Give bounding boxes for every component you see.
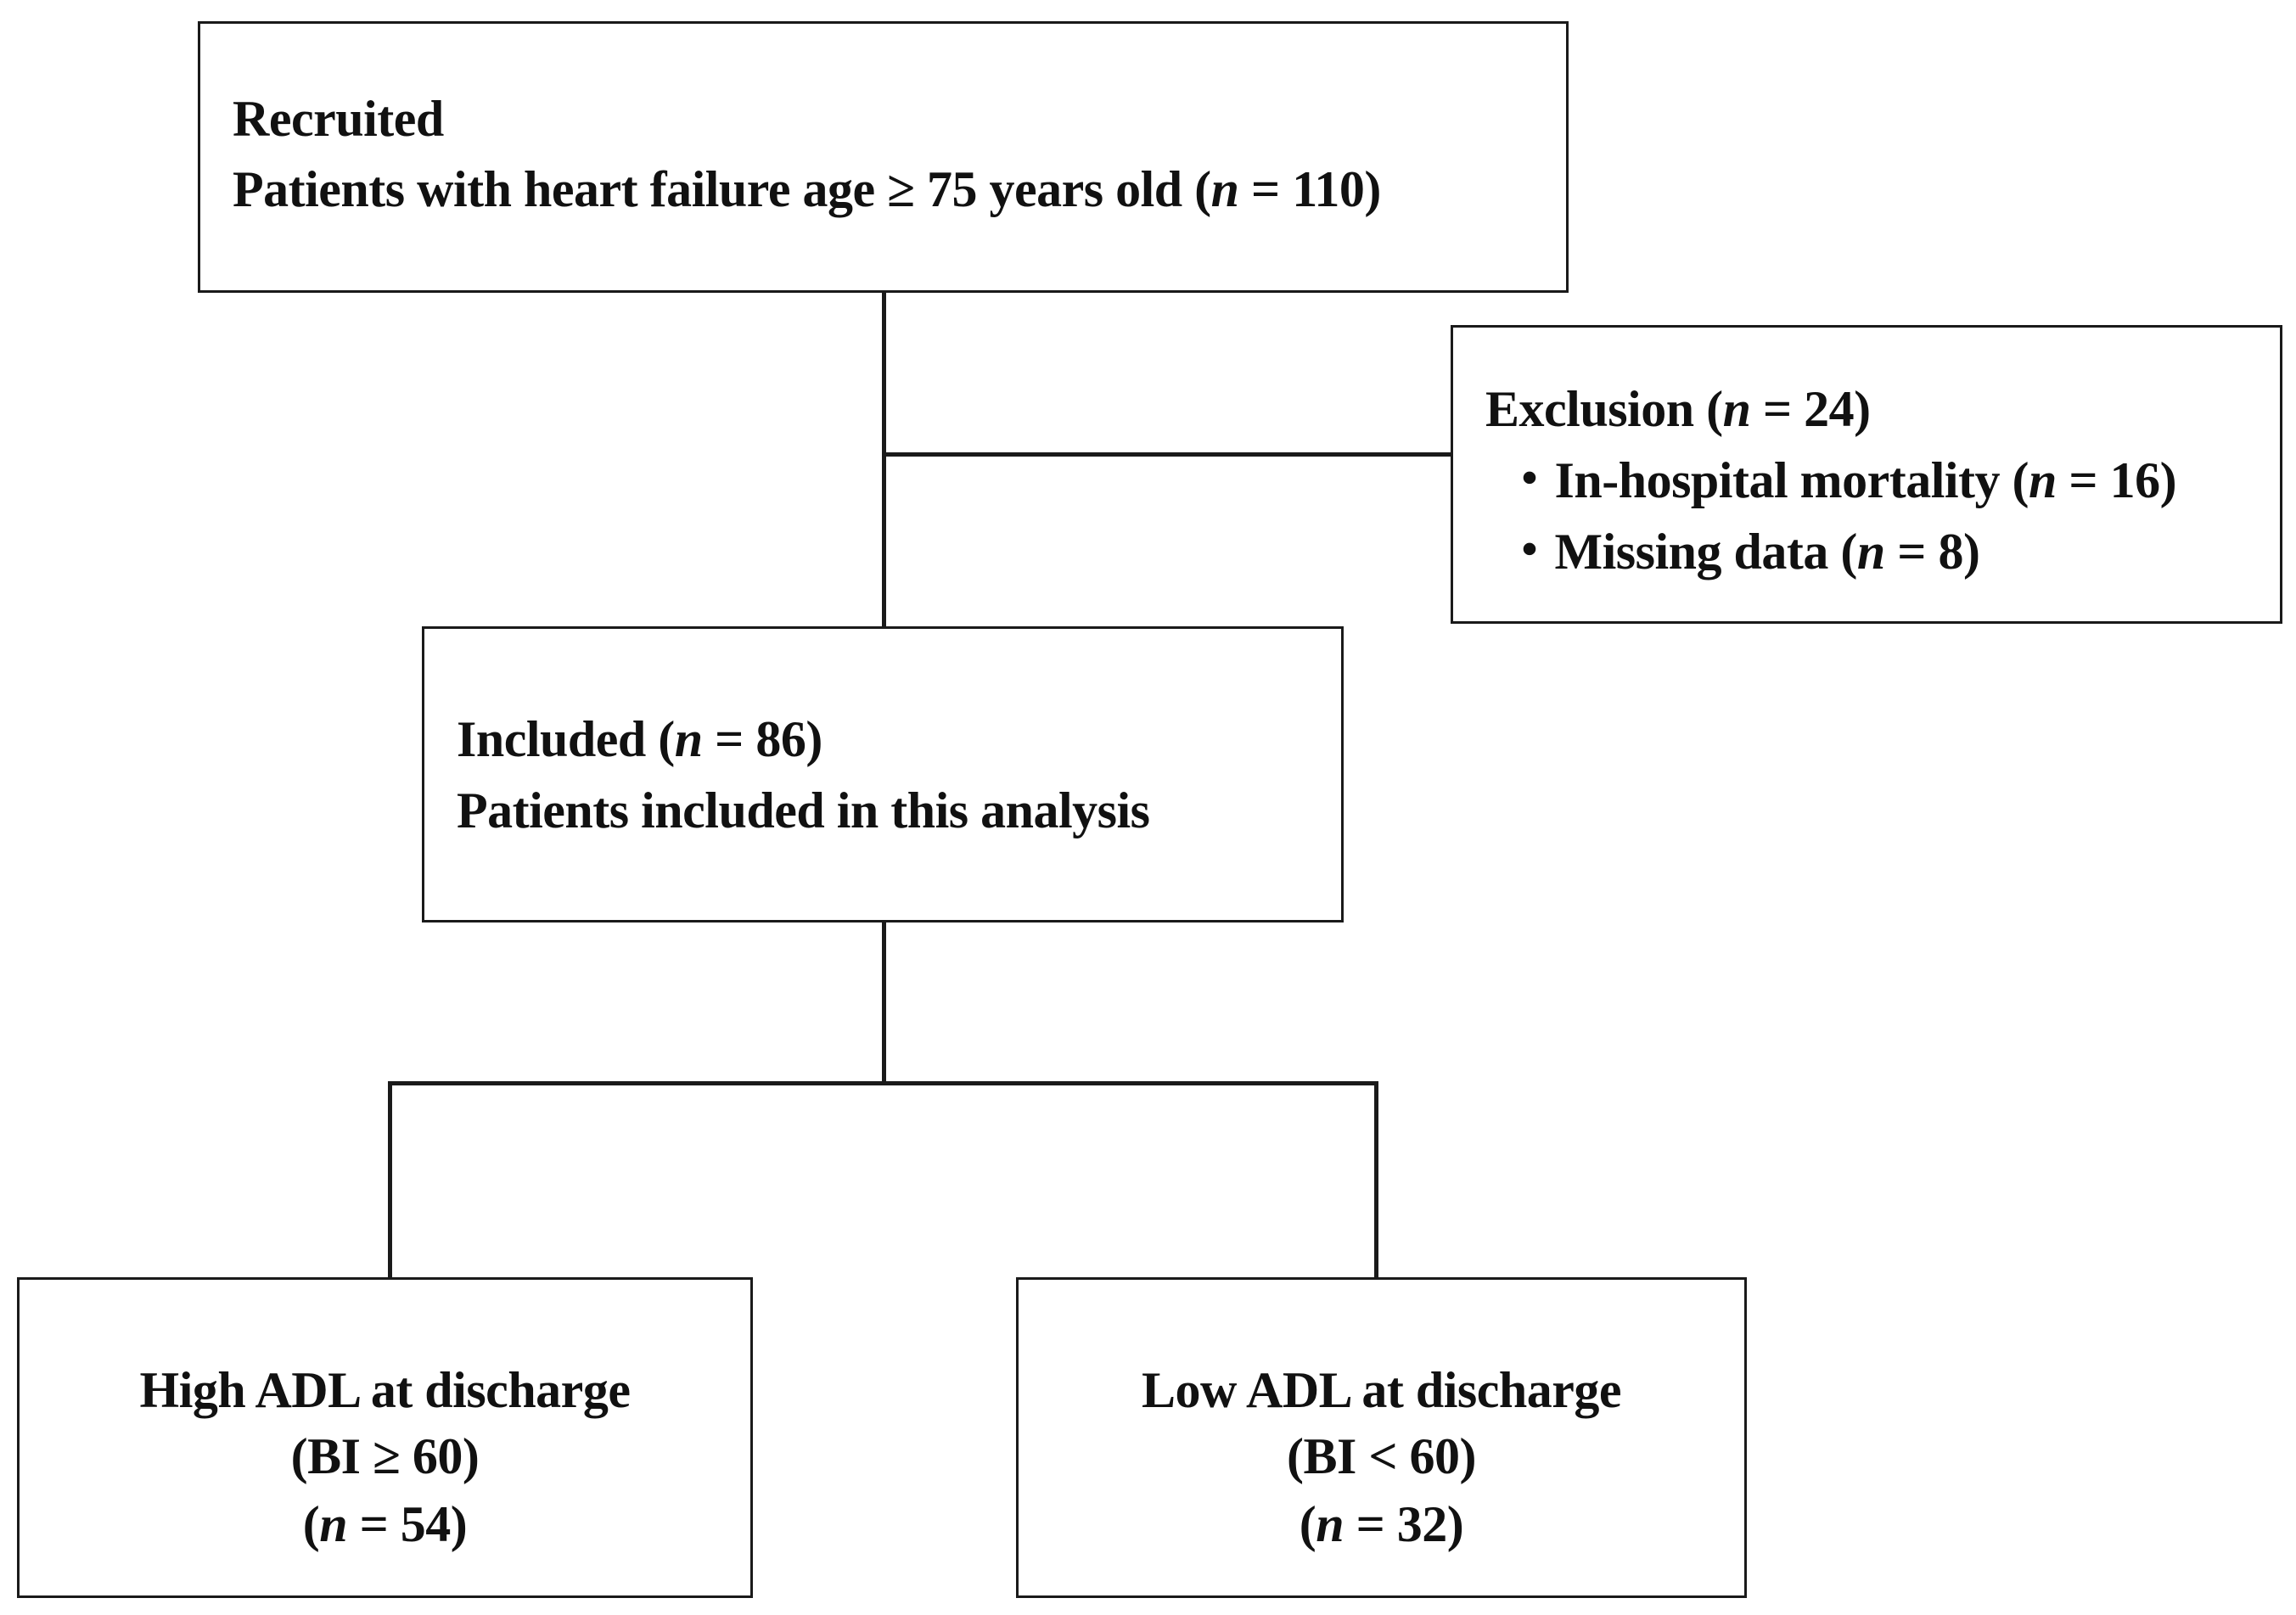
connector-to-exclusion: [884, 452, 1452, 457]
exclusion-item-mortality: ・In-hospital mortality (n = 16): [1504, 452, 2177, 508]
exclusion-box: Exclusion (n = 24) ・In-hospital mortalit…: [1451, 325, 2282, 624]
connector-recruited-to-included: [882, 291, 886, 628]
low-adl-count: (n = 32): [1299, 1496, 1464, 1552]
recruited-description: Patients with heart failure age ≥ 75 yea…: [233, 161, 1381, 217]
connector-to-high-adl: [388, 1081, 392, 1279]
high-adl-criteria: (BI ≥ 60): [290, 1428, 480, 1484]
low-adl-title: Low ADL at discharge: [1141, 1362, 1622, 1418]
included-box: Included (n = 86) Patients included in t…: [422, 626, 1344, 922]
low-adl-box: Low ADL at discharge (BI < 60) (n = 32): [1016, 1277, 1747, 1598]
recruited-heading: Recruited: [233, 91, 444, 147]
high-adl-count: (n = 54): [302, 1496, 468, 1552]
connector-split-horizontal: [388, 1081, 1378, 1085]
connector-to-low-adl: [1374, 1081, 1378, 1279]
exclusion-heading: Exclusion (n = 24): [1485, 381, 1871, 437]
low-adl-criteria: (BI < 60): [1286, 1428, 1477, 1484]
high-adl-box: High ADL at discharge (BI ≥ 60) (n = 54): [17, 1277, 753, 1598]
included-heading: Included (n = 86): [457, 711, 822, 767]
connector-included-down: [882, 921, 886, 1083]
high-adl-title: High ADL at discharge: [139, 1362, 631, 1418]
exclusion-item-missing-data: ・Missing data (n = 8): [1504, 524, 1980, 580]
recruited-box: Recruited Patients with heart failure ag…: [198, 21, 1569, 293]
included-description: Patients included in this analysis: [457, 782, 1150, 838]
